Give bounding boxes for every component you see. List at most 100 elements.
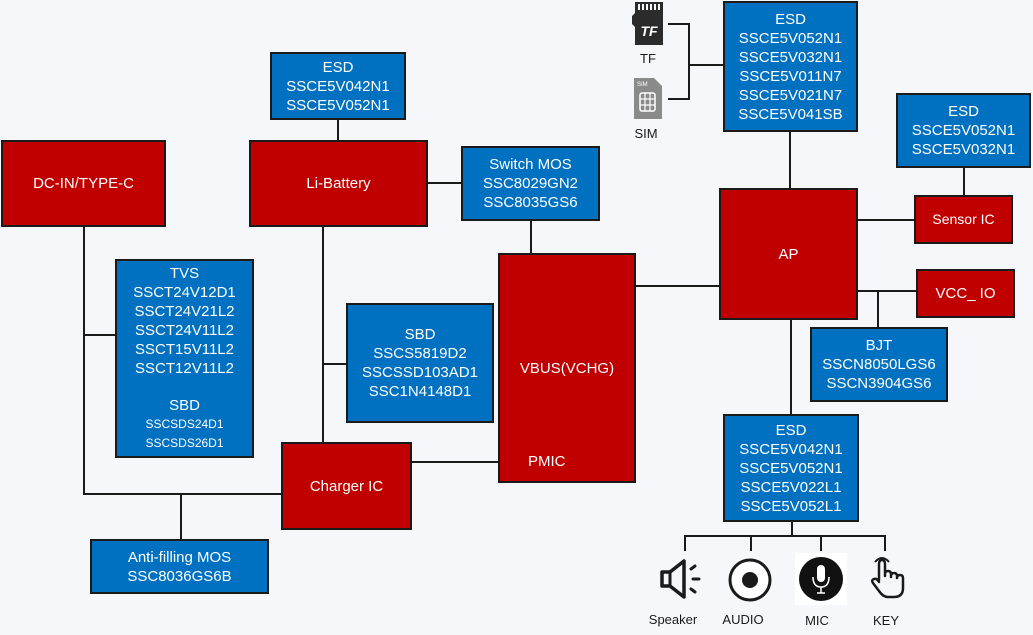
bjt-title: BJT [865, 337, 893, 354]
anti-filling-title: Anti-filling MOS [127, 548, 232, 566]
key-label: KEY [872, 613, 899, 628]
part-number: SSCE5V011N7 [739, 67, 842, 85]
connector [411, 461, 500, 463]
part-number: SSCSSD103AD1 [362, 364, 478, 381]
connector [790, 319, 792, 415]
pmic-block[interactable]: VBUS(VCHG) PMIC [498, 253, 636, 483]
part-number: SSCT24V11L2 [135, 322, 234, 339]
part-number: SSCE5V022L1 [740, 478, 842, 496]
part-number: SSCN8050LGS6 [822, 356, 936, 373]
connector [963, 167, 965, 196]
part-number: SSCE5V052L1 [740, 497, 842, 515]
connector [791, 521, 793, 536]
speaker-label: Speaker [648, 612, 698, 627]
audio-label: AUDIO [722, 612, 764, 627]
part-number: SSCT12V11L2 [135, 360, 234, 377]
esd-title: ESD [775, 10, 806, 28]
part-number: SSCE5V042N1 [739, 440, 843, 458]
part-number: SSCE5V052N1 [911, 122, 1016, 139]
part-number: SSCN3904GS6 [826, 375, 932, 392]
connector [337, 119, 339, 140]
connector [789, 131, 791, 190]
connector [668, 98, 690, 100]
part-number: SSC1N4148D1 [368, 383, 472, 400]
tvs-sbd-block[interactable]: TVS SSCT24V12D1 SSCT24V21L2 SSCT24V11L2 … [115, 259, 254, 458]
esd-sensor-block[interactable]: ESD SSCE5V052N1 SSCE5V032N1 [896, 93, 1031, 168]
connector [634, 285, 721, 287]
part-number: SSCT24V12D1 [133, 284, 236, 301]
part-number: SSCT15V11L2 [135, 341, 234, 358]
part-number: SSCT24V21L2 [134, 303, 235, 320]
pmic-label: PMIC [528, 453, 566, 470]
tf-card-icon: TF [632, 2, 664, 45]
ap-label: AP [778, 245, 799, 263]
connector [322, 363, 347, 365]
connector [877, 290, 879, 328]
connector [884, 535, 886, 551]
part-number: SSCE5V052N1 [738, 29, 843, 47]
sensor-ic-label: Sensor IC [932, 211, 995, 227]
audio-jack-icon [727, 557, 773, 603]
connector [83, 226, 85, 494]
li-battery-label: Li-Battery [306, 175, 371, 192]
esd-title: ESD [775, 421, 807, 439]
connector [668, 23, 690, 25]
speaker-icon [660, 558, 706, 600]
connector [688, 64, 724, 66]
hand-pointer-icon [869, 556, 907, 600]
part-number: SSCE5V042N1 [286, 77, 390, 95]
part-number: SSC8035GS6 [483, 194, 578, 211]
connector [750, 535, 752, 551]
part-number: SSCE5V021N7 [738, 86, 843, 104]
part-number: SSCSDS24D1 [145, 417, 224, 431]
switch-mos-title: Switch MOS [489, 156, 572, 173]
switch-mos-block[interactable]: Switch MOS SSC8029GN2 SSC8035GS6 [461, 146, 600, 221]
connector [684, 535, 886, 537]
bjt-block[interactable]: BJT SSCN8050LGS6 SSCN3904GS6 [810, 327, 948, 402]
part-number: SSCE5V032N1 [738, 48, 843, 66]
tf-label: TF [640, 51, 656, 66]
mic-label: MIC [805, 613, 829, 628]
vcc-io-block[interactable]: VCC_ IO [916, 269, 1015, 318]
li-battery-block[interactable]: Li-Battery [249, 140, 428, 227]
esd-title: ESD [948, 103, 979, 120]
connector [180, 493, 182, 541]
part-number: SSCE5V052N1 [739, 459, 843, 477]
connector [684, 535, 686, 551]
esd-title: ESD [322, 58, 354, 76]
sensor-ic-block[interactable]: Sensor IC [914, 195, 1013, 244]
connector [856, 219, 916, 221]
esd-battery-block[interactable]: ESD SSCE5V042N1 SSCE5V052N1 [270, 52, 406, 120]
sbd-title: SBD [169, 397, 200, 414]
esd-card-block[interactable]: ESD SSCE5V052N1 SSCE5V032N1 SSCE5V011N7 … [723, 1, 858, 132]
sim-card-icon: SIM [634, 78, 662, 119]
ap-block[interactable]: AP [719, 188, 858, 320]
anti-filling-mos-block[interactable]: Anti-filling MOS SSC8036GS6B [90, 539, 269, 594]
svg-text:SIM: SIM [637, 82, 648, 88]
connector [322, 226, 324, 444]
connector [426, 182, 462, 184]
connector [688, 23, 690, 100]
connector [856, 290, 918, 292]
part-number: SSC8036GS6B [127, 567, 232, 585]
vcc-io-label: VCC_ IO [935, 285, 996, 302]
part-number: SSCE5V052N1 [286, 96, 390, 114]
part-number: SSCS5819D2 [373, 345, 467, 362]
pmic-vbus-label: VBUS(VCHG) [519, 359, 615, 377]
sbd-block[interactable]: SBD SSCS5819D2 SSCSSD103AD1 SSC1N4148D1 [346, 303, 494, 423]
charger-ic-block[interactable]: Charger IC [281, 442, 412, 530]
svg-text:TF: TF [640, 23, 658, 39]
connector [83, 493, 283, 495]
connector [820, 535, 822, 551]
connector [530, 219, 532, 255]
part-number: SSCE5V032N1 [911, 141, 1016, 158]
part-number: SSC8029GN2 [482, 175, 579, 192]
microphone-icon [795, 553, 847, 605]
tvs-title: TVS [169, 265, 200, 282]
esd-audio-block[interactable]: ESD SSCE5V042N1 SSCE5V052N1 SSCE5V022L1 … [723, 414, 859, 522]
charger-ic-label: Charger IC [309, 477, 384, 495]
dc-in-type-c-block[interactable]: DC-IN/TYPE-C [1, 140, 166, 227]
sim-label: SIM [634, 126, 658, 141]
part-number: SSCSDS26D1 [145, 436, 224, 450]
connector [83, 334, 117, 336]
